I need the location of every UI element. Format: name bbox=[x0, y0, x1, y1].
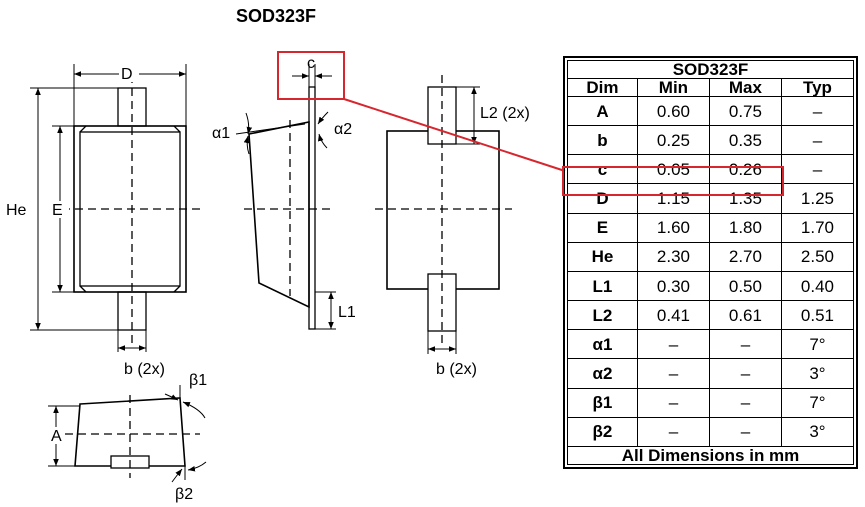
table-cell: 0.35 bbox=[708, 125, 782, 156]
label-He: He bbox=[6, 202, 27, 219]
page-title: SOD323F bbox=[236, 6, 317, 26]
table-cell: E bbox=[567, 212, 638, 243]
table-cell: 3° bbox=[780, 358, 855, 389]
table-row: α1––7° bbox=[567, 329, 855, 360]
end-view bbox=[48, 385, 207, 483]
table-cell: α1 bbox=[567, 329, 638, 360]
table-cell: – bbox=[636, 387, 710, 418]
highlight-callout bbox=[277, 51, 566, 172]
end-view-labels: β1 A β2 bbox=[49, 372, 207, 503]
table-cell: – bbox=[636, 416, 710, 448]
table-cell: 7° bbox=[780, 329, 855, 360]
table-cell: D bbox=[567, 183, 638, 214]
table-cell: 1.60 bbox=[636, 212, 710, 243]
table-cell: 0.41 bbox=[636, 300, 710, 331]
label-b-left: b (2x) bbox=[124, 361, 165, 378]
table-cell: – bbox=[636, 358, 710, 389]
table-cell: – bbox=[636, 329, 710, 360]
table-cell: – bbox=[780, 95, 855, 127]
table-header-typ: Typ bbox=[780, 78, 855, 97]
table-cell: 0.30 bbox=[636, 270, 710, 302]
label-A: A bbox=[51, 428, 62, 445]
table-row: β1––7° bbox=[567, 387, 855, 418]
side-view bbox=[235, 64, 336, 330]
highlight-box-c bbox=[277, 51, 345, 100]
table-cell: b bbox=[567, 125, 638, 156]
label-c: c bbox=[307, 55, 315, 72]
table-row: β2––3° bbox=[567, 416, 855, 448]
table-cell: – bbox=[708, 387, 782, 418]
table-cell: 0.26 bbox=[708, 154, 782, 185]
table-cell: 1.25 bbox=[780, 183, 855, 214]
side-body bbox=[248, 121, 310, 309]
table-cell: c bbox=[567, 154, 638, 185]
top-view-labels: D He E b (2x) bbox=[6, 65, 165, 378]
bottom-view-labels: L2 (2x) b (2x) bbox=[436, 105, 530, 378]
table-cell: 0.50 bbox=[708, 270, 782, 302]
table-cell: 2.30 bbox=[636, 241, 710, 272]
table-cell: 2.50 bbox=[780, 241, 855, 272]
table-header-max: Max bbox=[708, 78, 782, 97]
table-cell: 0.60 bbox=[636, 95, 710, 127]
table-cell: – bbox=[708, 329, 782, 360]
table-cell: 1.80 bbox=[708, 212, 782, 243]
label-b-right: b (2x) bbox=[436, 361, 477, 378]
table-cell: He bbox=[567, 241, 638, 272]
table-cell: 3° bbox=[780, 416, 855, 448]
label-L2: L2 (2x) bbox=[480, 105, 530, 122]
table-cell: – bbox=[708, 358, 782, 389]
label-alpha1: α1 bbox=[212, 125, 230, 142]
table-cell: 7° bbox=[780, 387, 855, 418]
bottom-body bbox=[386, 130, 500, 290]
table-cell: 0.75 bbox=[708, 95, 782, 127]
table-row: α2––3° bbox=[567, 358, 855, 389]
table-cell: L2 bbox=[567, 300, 638, 331]
table-cell: β1 bbox=[567, 387, 638, 418]
table-cell: L1 bbox=[567, 270, 638, 302]
table-cell: – bbox=[780, 154, 855, 185]
label-D: D bbox=[121, 66, 133, 83]
table-cell: A bbox=[567, 95, 638, 127]
side-lead bbox=[308, 86, 316, 330]
table-cell: 0.61 bbox=[708, 300, 782, 331]
label-L1: L1 bbox=[338, 304, 356, 321]
bottom-view bbox=[375, 75, 512, 354]
side-view-labels: c α1 α2 L1 bbox=[212, 55, 356, 321]
table-cell: – bbox=[708, 416, 782, 448]
label-alpha2: α2 bbox=[334, 121, 352, 138]
table-cell: 0.51 bbox=[780, 300, 855, 331]
table-cell: β2 bbox=[567, 416, 638, 448]
table-title: SOD323F bbox=[567, 60, 854, 79]
table-cell: 0.05 bbox=[636, 154, 710, 185]
table-cell: α2 bbox=[567, 358, 638, 389]
callout-line bbox=[343, 98, 566, 172]
table-header-min: Min bbox=[636, 78, 710, 97]
table-cell: 0.40 bbox=[780, 270, 855, 302]
table-cell: 2.70 bbox=[708, 241, 782, 272]
label-beta1: β1 bbox=[189, 372, 207, 389]
table-footer: All Dimensions in mm bbox=[567, 446, 854, 465]
top-view bbox=[30, 64, 200, 352]
table-cell: 0.25 bbox=[636, 125, 710, 156]
table-header-dim: Dim bbox=[567, 78, 638, 97]
table-cell: 1.70 bbox=[780, 212, 855, 243]
table-cell: – bbox=[780, 125, 855, 156]
label-E: E bbox=[52, 202, 63, 219]
label-beta2: β2 bbox=[175, 486, 193, 503]
table-cell: 1.35 bbox=[708, 183, 782, 214]
table-cell: 1.15 bbox=[636, 183, 710, 214]
